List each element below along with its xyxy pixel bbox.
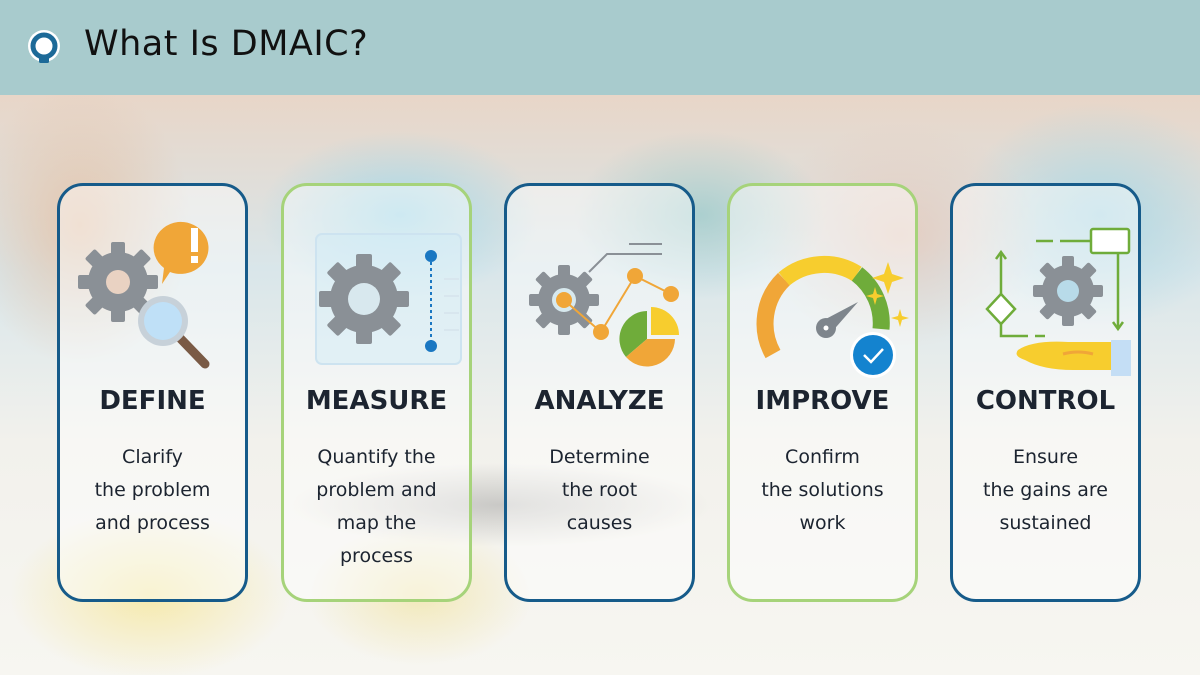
step-description: Clarify the problem and process <box>66 441 239 540</box>
description-line: process <box>339 545 413 567</box>
description-line: and process <box>95 512 210 534</box>
step-title: CONTROL <box>975 386 1116 416</box>
slide-header: What Is DMAIC? <box>0 0 1200 95</box>
step-card-measure: MEASURE Quantify the problem and map the… <box>281 183 472 602</box>
description-line: Determine <box>549 446 650 468</box>
description-line: the root <box>561 479 638 501</box>
step-description: Ensure the gains are sustained <box>959 441 1132 540</box>
step-description: Quantify the problem and map the process <box>290 441 463 573</box>
gear-magnifier-alert-icon <box>78 221 210 369</box>
gear-flowchart-hand-icon <box>985 227 1131 376</box>
gauge-check-icon <box>756 255 909 378</box>
description-line: Confirm <box>785 446 860 468</box>
description-line: map the <box>336 512 417 534</box>
description-line: problem and <box>316 479 437 501</box>
description-line: work <box>799 512 846 534</box>
gear-chart-pie-icon <box>529 243 679 367</box>
step-title: DEFINE <box>99 386 206 416</box>
description-line: the solutions <box>761 479 884 501</box>
description-line: Ensure <box>1012 446 1079 468</box>
description-line: causes <box>566 512 633 534</box>
lightbulb-ring-icon <box>28 30 60 63</box>
step-card-improve: IMPROVE Confirm the solutions work <box>727 183 918 602</box>
description-line: Quantify the <box>317 446 436 468</box>
gear-ruler-icon <box>315 233 462 365</box>
step-title: MEASURE <box>305 386 448 416</box>
description-line: Clarify <box>122 446 183 468</box>
step-title: IMPROVE <box>755 386 890 416</box>
step-title: ANALYZE <box>534 386 665 416</box>
step-card-control: CONTROL Ensure the gains are sustained <box>950 183 1141 602</box>
step-card-analyze: ANALYZE Determine the root causes <box>504 183 695 602</box>
blurred-background <box>0 95 1200 675</box>
step-description: Determine the root causes <box>513 441 686 540</box>
description-line: sustained <box>999 512 1092 534</box>
step-description: Confirm the solutions work <box>736 441 909 540</box>
page-title: What Is DMAIC? <box>84 24 369 64</box>
description-line: the gains are <box>983 479 1108 501</box>
step-card-define: DEFINE Clarify the problem and process <box>57 183 248 602</box>
description-line: the problem <box>94 479 211 501</box>
